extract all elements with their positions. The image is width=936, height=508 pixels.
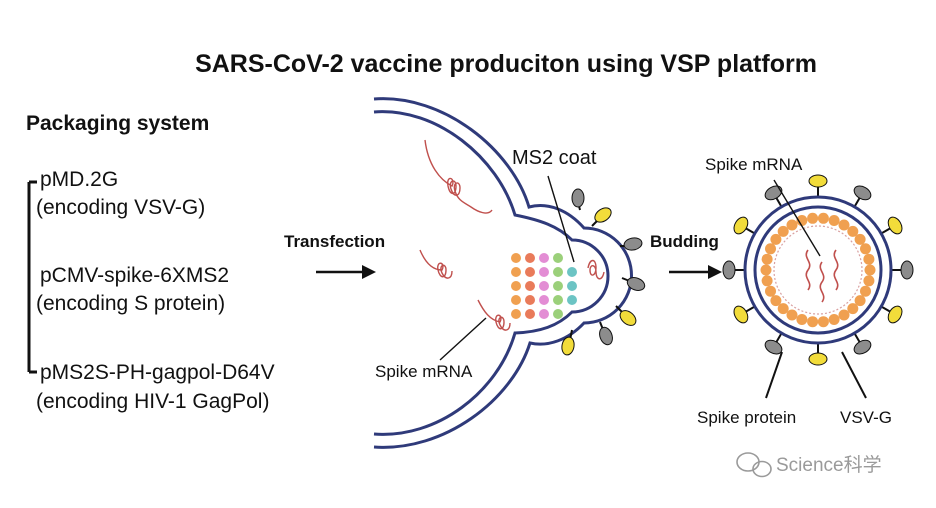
vsvg-label: VSV-G [840, 408, 892, 427]
capsid-protein-dot [863, 253, 875, 265]
vsvg-protein-icon [891, 260, 914, 280]
diagram-title: SARS-CoV-2 vaccine produciton using VSP … [195, 50, 817, 78]
spike-protein-icon [808, 343, 828, 366]
packaging-heading: Packaging system [26, 112, 210, 135]
spike-protein-icon [733, 216, 756, 235]
capsid-protein-dot [770, 233, 782, 245]
transfection-arrow [316, 265, 376, 279]
plasmid-description: (encoding S protein) [36, 292, 226, 315]
particle-spike-mrna-label: Spike mRNA [705, 155, 803, 174]
capsid-protein-dot [765, 285, 776, 297]
watermark-text: Science科学 [776, 455, 882, 476]
capsid-protein-dot [828, 215, 840, 226]
vsvg-protein-icon [764, 332, 783, 355]
cell-membrane [373, 97, 633, 449]
ms2-coat-label: MS2 coat [512, 147, 597, 169]
capsid-protein-dot [847, 303, 859, 315]
capsid-protein-dot [860, 243, 871, 255]
budding-arrow [669, 265, 722, 279]
capsid-protein-dot [838, 309, 850, 321]
capsid-protein-dot [854, 295, 866, 307]
cell-mrna-leader-line [439, 317, 487, 361]
capsid-protein-dot [817, 316, 829, 328]
plasmid-description: (encoding HIV-1 GagPol) [36, 390, 270, 413]
capsid-protein-dot [864, 264, 876, 276]
capsid-protein-dot [807, 316, 819, 328]
capsid-protein-dot [854, 233, 866, 245]
capsid-protein-dot [777, 303, 789, 315]
wechat-icon [736, 452, 772, 478]
budding-label: Budding [650, 232, 719, 251]
ms2-coat-grid [511, 253, 577, 319]
capsid-ring [760, 212, 876, 328]
capsid-protein-dot [847, 225, 859, 237]
particle-mrna-leader-line [773, 179, 821, 257]
spike-protein-leader-line [765, 351, 783, 399]
spike-protein-icon [808, 174, 828, 197]
capsid-protein-dot [860, 285, 871, 297]
particle-rna [805, 249, 839, 303]
capsid-protein-dot [838, 219, 850, 231]
vsvg-protein-icon [722, 260, 745, 280]
capsid-protein-dot [777, 225, 789, 237]
capsid-protein-dot [770, 295, 782, 307]
capsid-protein-dot [796, 215, 808, 226]
spike-protein-icon [733, 305, 756, 324]
capsid-protein-dot [761, 253, 773, 265]
vsvg-protein-icon [853, 332, 872, 355]
virus-like-particle [722, 174, 914, 366]
capsid-protein-dot [863, 275, 875, 287]
capsid-protein-dot [817, 212, 829, 224]
capsid-protein-dot [761, 275, 773, 287]
spike-protein-icon [880, 305, 903, 324]
capsid-protein-dot [828, 314, 840, 325]
vsvg-leader-line [841, 351, 867, 399]
plasmid-name: pMS2S-PH-gagpol-D64V [40, 361, 275, 384]
capsid-protein-dot [807, 212, 819, 224]
cell-rna-strands [419, 139, 605, 331]
bud-spike-proteins [561, 188, 646, 356]
transfection-label: Transfection [284, 232, 386, 251]
capsid-protein-dot [796, 314, 808, 325]
spike-protein-label: Spike protein [697, 408, 797, 427]
plasmid-name: pMD.2G [40, 168, 119, 191]
capsid-protein-dot [765, 243, 776, 255]
capsid-protein-dot [786, 309, 798, 321]
ms2-leader-line [547, 175, 575, 263]
vsvg-protein-icon [853, 185, 872, 208]
spike-protein-icon [880, 216, 903, 235]
packaging-bracket [27, 180, 37, 374]
cell-spike-mrna-label: Spike mRNA [375, 362, 473, 381]
plasmid-name: pCMV-spike-6XMS2 [40, 264, 230, 287]
capsid-protein-dot [760, 264, 772, 276]
particle-surface-proteins [722, 174, 914, 366]
plasmid-description: (encoding VSV-G) [36, 196, 206, 219]
vsvg-protein-icon [764, 185, 783, 208]
capsid-protein-dot [786, 219, 798, 231]
